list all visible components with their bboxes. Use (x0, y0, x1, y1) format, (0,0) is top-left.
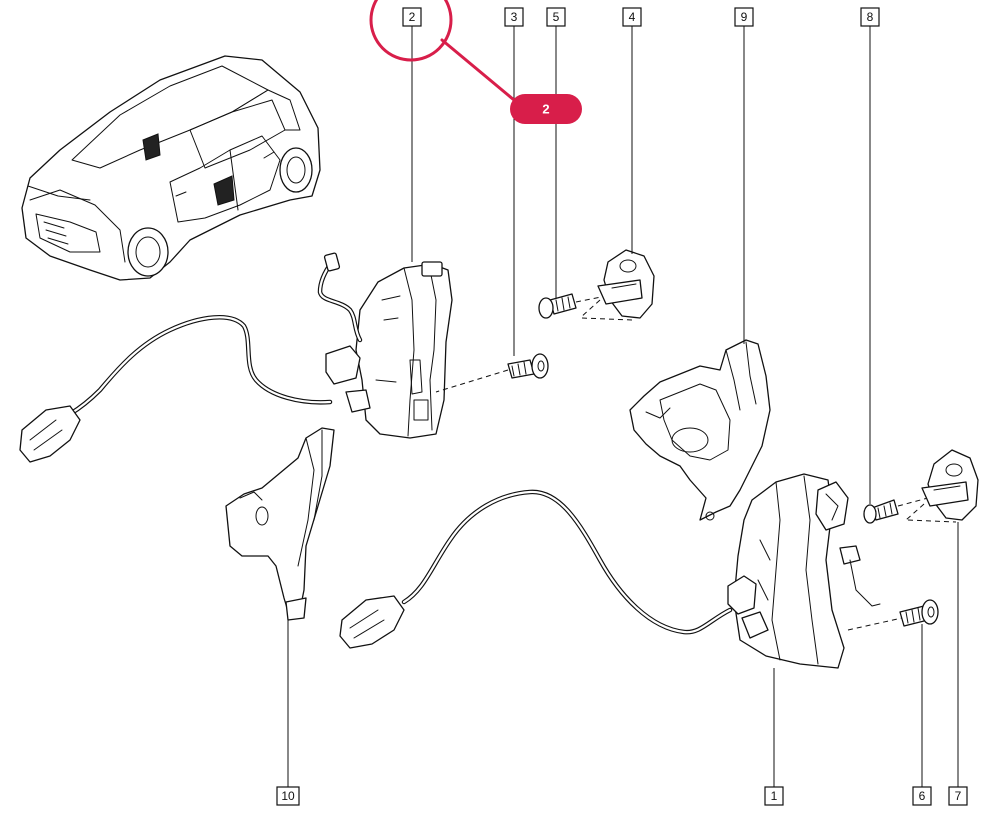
highlight-pointer-line (440, 38, 516, 102)
highlight-badge[interactable]: 2 (510, 94, 582, 124)
part-9-cover (629, 339, 771, 521)
callout-6: 6 (912, 786, 932, 806)
highlight-circle (369, 0, 453, 62)
leader-lines (287, 26, 959, 788)
part-4-striker (579, 249, 655, 321)
callout-2: 2 (402, 7, 422, 27)
car-illustration (21, 55, 321, 281)
callout-8: 8 (860, 7, 880, 27)
part-3-screw (435, 353, 549, 393)
callout-4: 4 (622, 7, 642, 27)
part-5-screw (538, 293, 607, 319)
svg-text:1: 1 (771, 789, 778, 803)
callout-10: 10 (276, 786, 300, 806)
svg-text:10: 10 (281, 789, 295, 803)
part-1-lock-assembly (727, 473, 903, 669)
svg-text:7: 7 (955, 789, 962, 803)
highlight-badge-label: 2 (542, 102, 549, 117)
part-2-cable (19, 252, 363, 463)
part-2-lock-assembly (325, 261, 453, 439)
svg-text:8: 8 (867, 10, 874, 24)
svg-text:5: 5 (553, 10, 560, 24)
part-7-striker (905, 449, 979, 523)
part-8-screw (863, 497, 929, 524)
svg-text:9: 9 (741, 10, 748, 24)
part-10-bracket (225, 427, 335, 621)
svg-text:2: 2 (409, 10, 416, 24)
svg-text:6: 6 (919, 789, 926, 803)
highlight-annotation: 2 (369, 0, 582, 124)
svg-text:3: 3 (511, 10, 518, 24)
callout-1: 1 (764, 786, 784, 806)
callout-9: 9 (734, 7, 754, 27)
svg-text:4: 4 (629, 10, 636, 24)
callout-3: 3 (504, 7, 524, 27)
part-6-screw (899, 599, 939, 627)
part-1-cable (339, 489, 733, 649)
callout-7: 7 (948, 786, 968, 806)
callout-5: 5 (546, 7, 566, 27)
